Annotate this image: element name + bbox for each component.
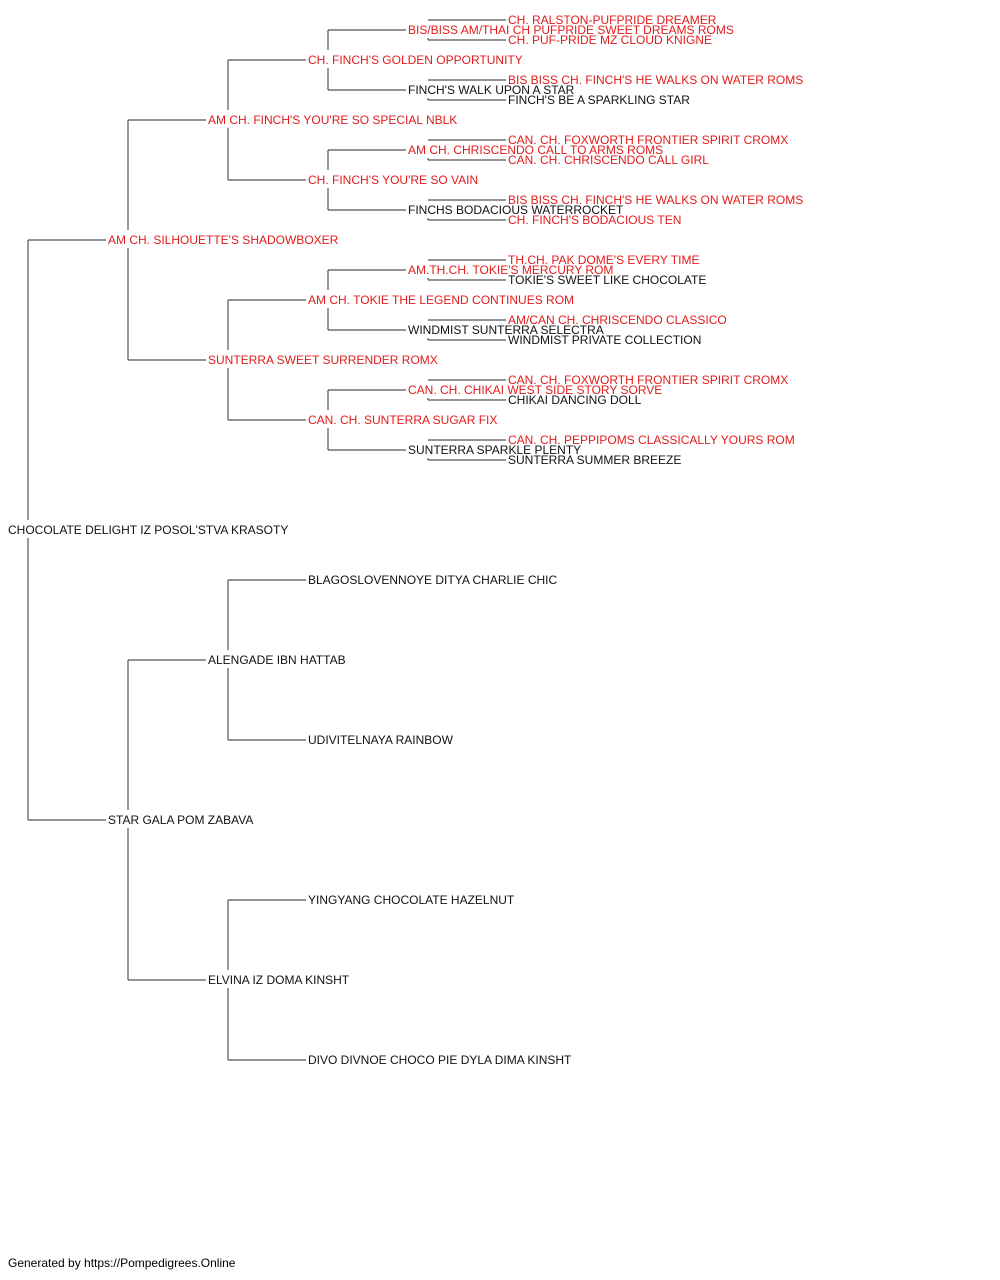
dog-name-root-s-d-d-d: SUNTERRA SPARKLE PLENTY xyxy=(408,443,581,457)
dog-name-root-s-d-s: AM CH. TOKIE THE LEGEND CONTINUES ROM xyxy=(308,293,574,307)
dog-name-root-s-s-d-d-d: CH. FINCH'S BODACIOUS TEN xyxy=(508,213,681,227)
dog-name-root-s-s-s-d: FINCH'S WALK UPON A STAR xyxy=(408,83,575,97)
dog-name-root-s-d-d-d-d: SUNTERRA SUMMER BREEZE xyxy=(508,453,681,467)
dog-name-root-s-d-d-d-s: CAN. CH. PEPPIPOMS CLASSICALLY YOURS ROM xyxy=(508,433,795,447)
dog-name-root-d-s: ALENGADE IBN HATTAB xyxy=(208,653,346,667)
dog-name-root-s-s-d: CH. FINCH'S YOU'RE SO VAIN xyxy=(308,173,478,187)
dog-name-root-s-s-d-d-s: BIS BISS CH. FINCH'S HE WALKS ON WATER R… xyxy=(508,193,803,207)
dog-name-root-s-s-d-s: AM CH. CHRISCENDO CALL TO ARMS ROMS xyxy=(408,143,663,157)
dog-name-root-s-s-d-d: FINCHS BODACIOUS WATERROCKET xyxy=(408,203,624,217)
footer-credit: Generated by https://Pompedigrees.Online xyxy=(8,1256,236,1270)
dog-name-root-s-d-d-s-s: CAN. CH. FOXWORTH FRONTIER SPIRIT CROMX xyxy=(508,373,788,387)
dog-name-root-s-s-d-s-d: CAN. CH. CHRISCENDO CALL GIRL xyxy=(508,153,709,167)
dog-name-root-s-d-d-s-d: CHIKAI DANCING DOLL xyxy=(508,393,642,407)
dog-name-root-s-s-s-d-s: BIS BISS CH. FINCH'S HE WALKS ON WATER R… xyxy=(508,73,803,87)
dog-name-root: CHOCOLATE DELIGHT IZ POSOL'STVA KRASOTY xyxy=(8,523,288,537)
dog-name-root-s-d-s-d-d: WINDMIST PRIVATE COLLECTION xyxy=(508,333,701,347)
dog-name-root-s-s-s-s: BIS/BISS AM/THAI CH PUFPRIDE SWEET DREAM… xyxy=(408,23,734,37)
dog-name-root-s-d-d-s: CAN. CH. CHIKAI WEST SIDE STORY SORVE xyxy=(408,383,662,397)
dog-name-root-s: AM CH. SILHOUETTE'S SHADOWBOXER xyxy=(108,233,339,247)
dog-name-root-s-d-d: CAN. CH. SUNTERRA SUGAR FIX xyxy=(308,413,497,427)
dog-name-root-s-s-d-s-s: CAN. CH. FOXWORTH FRONTIER SPIRIT CROMX xyxy=(508,133,788,147)
dog-name-root-d-d: ELVINA IZ DOMA KINSHT xyxy=(208,973,350,987)
dog-name-root-s-d-s-s-d: TOKIE'S SWEET LIKE CHOCOLATE xyxy=(508,273,706,287)
dog-name-root-s-s: AM CH. FINCH'S YOU'RE SO SPECIAL NBLK xyxy=(208,113,457,127)
dog-name-root-s-d: SUNTERRA SWEET SURRENDER ROMX xyxy=(208,353,438,367)
dog-name-root-s-d-s-d-s: AM/CAN CH. CHRISCENDO CLASSICO xyxy=(508,313,727,327)
dog-name-root-s-s-s: CH. FINCH'S GOLDEN OPPORTUNITY xyxy=(308,53,523,67)
dog-name-root-s-d-s-d: WINDMIST SUNTERRA SELECTRA xyxy=(408,323,604,337)
dog-name-root-d-s-s: BLAGOSLOVENNOYE DITYA CHARLIE CHIC xyxy=(308,573,558,587)
dog-name-root-d-d-s: YINGYANG CHOCOLATE HAZELNUT xyxy=(308,893,515,907)
dog-name-root-s-s-s-d-d: FINCH'S BE A SPARKLING STAR xyxy=(508,93,690,107)
dog-name-root-s-s-s-s-d: CH. PUF-PRIDE MZ CLOUD KNIGNE xyxy=(508,33,712,47)
dog-name-root-s-d-s-s: AM.TH.CH. TOKIE'S MERCURY ROM xyxy=(408,263,613,277)
dog-name-root-d-s-d: UDIVITELNAYA RAINBOW xyxy=(308,733,454,747)
dog-name-root-d-d-d: DIVO DIVNOE CHOCO PIE DYLA DIMA KINSHT xyxy=(308,1053,572,1067)
dog-name-root-d: STAR GALA POM ZABAVA xyxy=(108,813,253,827)
dog-name-root-s-d-s-s-s: TH.CH. PAK DOME'S EVERY TIME xyxy=(508,253,699,267)
dog-name-root-s-s-s-s-s: CH. RALSTON-PUFPRIDE DREAMER xyxy=(508,13,717,27)
